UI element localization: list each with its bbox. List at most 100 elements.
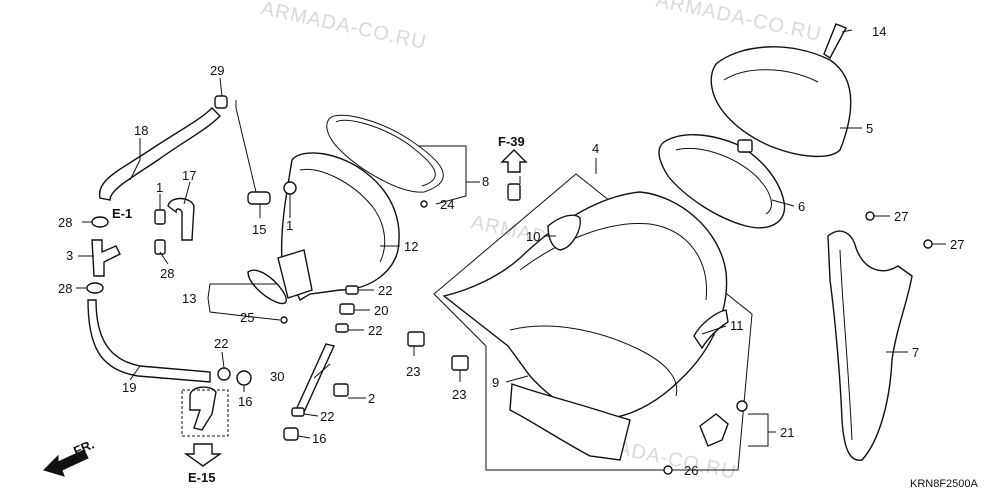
drain-21-ring (736, 400, 748, 412)
callout-29: 29 (210, 63, 224, 78)
callout-27b: 27 (950, 237, 964, 252)
callout-28c: 28 (160, 266, 174, 281)
bracket (189, 386, 217, 431)
ref-label-f39: F-39 (498, 134, 525, 149)
callout-26: 26 (684, 463, 698, 478)
callout-3: 3 (66, 248, 73, 263)
callout-28b: 28 (58, 281, 72, 296)
callout-2: 2 (368, 391, 375, 406)
clamp-28-bottom (86, 282, 104, 294)
callout-16b: 16 (312, 431, 326, 446)
diagram-code: KRN8F2500A (910, 478, 979, 490)
callout-22b: 22 (378, 283, 392, 298)
cover-7-edge (839, 249, 853, 441)
cover-9-lower (509, 383, 631, 461)
callout-8: 8 (482, 174, 489, 189)
gasket-13 (247, 269, 287, 305)
clip-1-left (154, 209, 166, 225)
screw-25 (280, 316, 288, 324)
piece-11 (693, 309, 729, 350)
callout-16a: 16 (238, 394, 252, 409)
arrow-up-f39 (500, 149, 528, 173)
seal-8 (326, 114, 444, 193)
bolt-14 (823, 23, 847, 60)
air-duct-12 (280, 152, 400, 302)
fitting-22-lower (335, 323, 349, 333)
callout-23a: 23 (406, 364, 420, 379)
ref-label-e15: E-15 (188, 470, 215, 485)
grommet-23-left (407, 331, 425, 347)
leader-lines (76, 29, 946, 471)
element-6-neck (737, 139, 753, 153)
joint-3 (91, 239, 121, 277)
callout-1b: 1 (286, 218, 293, 233)
callout-13: 13 (182, 291, 196, 306)
callout-17: 17 (182, 168, 196, 183)
screw-24 (420, 200, 428, 208)
callout-28a: 28 (58, 215, 72, 230)
fitting-16-tube (283, 427, 299, 441)
clip-1-left-b (154, 239, 166, 255)
fitting-22-tube (291, 407, 305, 417)
callout-30: 30 (270, 369, 284, 384)
air-duct-neck (277, 249, 313, 299)
arrow-down-e15 (183, 443, 223, 467)
front-label: FR. (71, 437, 96, 459)
element-6 (658, 134, 786, 229)
callout-10: 10 (526, 229, 540, 244)
callout-12: 12 (404, 239, 418, 254)
filter-5-rim (723, 69, 819, 83)
callout-20: 20 (374, 303, 388, 318)
callout-18: 18 (134, 123, 148, 138)
fitting-2 (333, 383, 349, 397)
callout-21: 21 (780, 425, 794, 440)
callout-labels: 29 18 17 1 28 3 28 28 19 22 16 15 1 13 2… (58, 24, 964, 478)
seal-8-inner (335, 119, 436, 187)
callout-22d: 22 (320, 409, 334, 424)
fitting-20 (339, 303, 355, 315)
watermark: ARMADA-CO.RU (259, 0, 429, 54)
callout-27a: 27 (894, 209, 908, 224)
filter-5 (710, 46, 852, 158)
fitting-22-upper (345, 285, 359, 295)
drain-21 (699, 413, 729, 447)
ref-label-e1: E-1 (112, 206, 132, 221)
callout-5: 5 (866, 121, 873, 136)
callout-22a: 22 (214, 336, 228, 351)
callout-6: 6 (798, 199, 805, 214)
callout-1a: 1 (156, 180, 163, 195)
clamp-28-top (91, 216, 109, 228)
bolt-27-upper (865, 211, 875, 221)
front-arrow-icon (43, 449, 89, 477)
callout-14: 14 (872, 24, 886, 39)
callout-23b: 23 (452, 387, 466, 402)
bolt-27-lower (923, 239, 933, 249)
hose-19 (87, 299, 211, 383)
grommet-23-right (451, 355, 469, 371)
tube-30 (295, 343, 335, 413)
hose-18 (98, 107, 221, 201)
clip-1-duct (283, 181, 297, 195)
clip-29 (214, 95, 228, 109)
element-6-inner (675, 147, 772, 215)
airbox-9-rib2 (509, 325, 678, 397)
ref-box-e15 (181, 389, 229, 437)
callout-22c: 22 (368, 323, 382, 338)
airbox-ref-outline (433, 173, 753, 471)
bolt-f39 (507, 183, 521, 201)
fitting-16 (236, 370, 252, 386)
callout-7: 7 (912, 345, 919, 360)
callout-11: 11 (730, 318, 744, 333)
fitting-15 (247, 191, 271, 205)
fitting-22 (217, 367, 231, 381)
bolt-26 (663, 465, 673, 475)
callout-19: 19 (122, 380, 136, 395)
hose-17 (167, 197, 195, 241)
air-duct-inner (299, 168, 386, 263)
callout-24: 24 (440, 197, 454, 212)
piece-10 (547, 214, 581, 251)
callout-9: 9 (492, 375, 499, 390)
callout-15: 15 (252, 222, 266, 237)
callout-25: 25 (240, 310, 254, 325)
